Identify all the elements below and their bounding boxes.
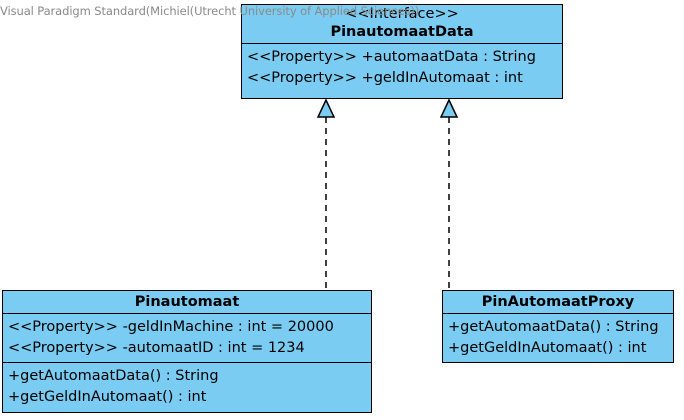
proxy-name: PinAutomaatProxy — [481, 294, 635, 310]
attribute-item: <<Property>> -automaatID : int = 1234 — [8, 340, 305, 356]
interface-attributes: <<Property>> +automaatData : String <<Pr… — [242, 43, 562, 92]
pinautomaat-operations: +getAutomaatData() : String +getGeldInAu… — [3, 362, 371, 411]
proxy-operations: +getAutomaatData() : String +getGeldInAu… — [443, 313, 673, 362]
attribute-item: <<Property>> +automaatData : String — [247, 49, 536, 65]
interface-pinautomaatdata[interactable]: <<Interface>> PinautomaatData <<Property… — [241, 4, 563, 99]
watermark-text: Visual Paradigm Standard(Michiel(Utrecht… — [0, 4, 420, 18]
operation-item: +getAutomaatData() : String — [448, 319, 659, 335]
pinautomaat-header: Pinautomaat — [3, 291, 371, 313]
realization-pinautomaat — [316, 98, 336, 289]
operation-item: +getAutomaatData() : String — [8, 368, 219, 384]
interface-header: <<Interface>> PinautomaatData — [242, 5, 562, 43]
class-pinautomaatproxy[interactable]: PinAutomaatProxy +getAutomaatData() : St… — [442, 290, 674, 363]
interface-name: PinautomaatData — [330, 24, 474, 40]
realization-proxy — [439, 98, 459, 289]
proxy-header: PinAutomaatProxy — [443, 291, 673, 313]
pinautomaat-name: Pinautomaat — [134, 294, 240, 310]
realization-arrowhead-left — [316, 98, 336, 118]
interface-stereotype: <<Interface>> — [345, 6, 459, 22]
pinautomaat-attributes: <<Property>> -geldInMachine : int = 2000… — [3, 313, 371, 362]
class-pinautomaat[interactable]: Pinautomaat <<Property>> -geldInMachine … — [2, 290, 372, 413]
attribute-item: <<Property>> +geldInAutomaat : int — [247, 70, 523, 86]
operation-item: +getGeldInAutomaat() : int — [448, 340, 647, 356]
realization-arrowhead-right — [439, 98, 459, 118]
attribute-item: <<Property>> -geldInMachine : int = 2000… — [8, 319, 334, 335]
operation-item: +getGeldInAutomaat() : int — [8, 389, 207, 405]
